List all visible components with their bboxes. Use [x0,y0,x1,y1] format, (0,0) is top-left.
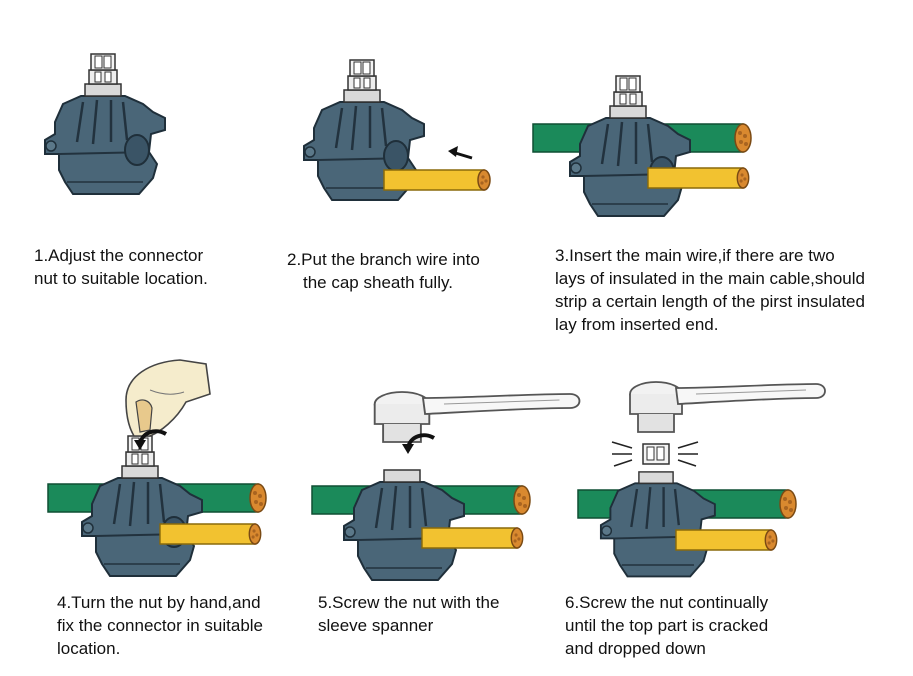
branch-wire [647,167,750,189]
step-1-caption: 1.Adjust the connector nut to suitable l… [34,244,208,290]
caption-line: until the top part is cracked [565,616,769,635]
caption-line: sleeve spanner [318,616,434,635]
caption-line: 6.Screw the nut continually [565,593,769,612]
gloved-hand-icon [125,359,211,437]
step-2-caption: 2.Put the branch wire into the cap sheat… [287,248,480,294]
caption-line: 4.Turn the nut by hand,and [57,593,261,612]
step-3: 3.Insert the main wire,if there are two … [532,74,865,336]
step-6-caption: 6.Screw the nut continually until the to… [565,591,768,660]
branch-wire [675,529,778,551]
caption-line: lay from inserted end. [555,315,719,334]
piercing-connector-icon [568,74,692,218]
crack-burst-icon [611,441,699,467]
sleeve-spanner-icon [629,381,826,433]
caption-line: lays of insulated in the main cable,shou… [555,269,865,288]
step-4-illustration [47,359,267,578]
caption-line: 2.Put the branch wire into [287,250,480,269]
caption-line: 3.Insert the main wire,if there are two [555,246,835,265]
step-5: 5.Screw the nut with the sleeve spanner [0,340,913,670]
step-2-illustration [302,58,491,202]
caption-line: fix the connector in suitable [57,616,264,635]
step-4: 4.Turn the nut by hand,and fix the conne… [0,340,300,670]
step-1: 1.Adjust the connector nut to suitable l… [0,0,300,330]
step-3-illustration [532,74,752,218]
caption-line: strip a certain length of the pirst insu… [555,292,865,311]
insert-arrow-icon [448,146,473,160]
cracked-nut [642,443,670,465]
caption-line: 1.Adjust the connector [34,246,204,265]
step-6: 6.Screw the nut continually until the to… [0,340,913,670]
step-6-illustration [577,381,826,578]
caption-line: location. [57,639,121,658]
step-4-caption: 4.Turn the nut by hand,and fix the conne… [57,591,263,660]
caption-line: the cap sheath fully. [303,273,453,292]
step-3-caption: 3.Insert the main wire,if there are two … [555,244,865,336]
caption-line: nut to suitable location. [34,269,208,288]
piercing-connector-icon [599,470,717,578]
step-5-caption: 5.Screw the nut with the sleeve spanner [318,591,499,637]
step-2: 2.Put the branch wire into the cap sheat… [0,0,913,330]
caption-line: and dropped down [565,639,706,658]
caption-line: 5.Screw the nut with the [318,593,500,612]
